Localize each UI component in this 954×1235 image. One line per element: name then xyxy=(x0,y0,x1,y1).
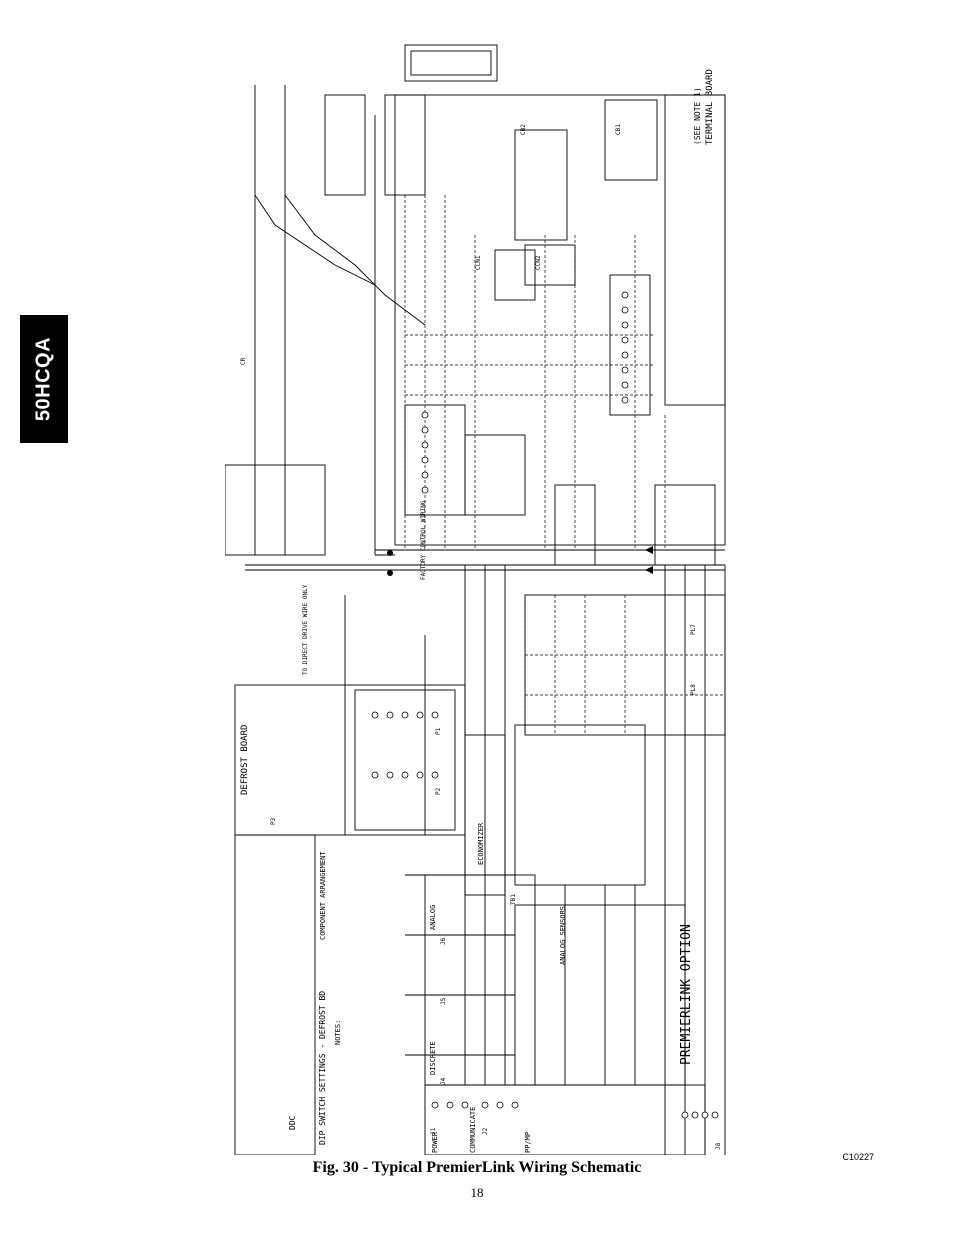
connector-label: CR xyxy=(240,357,247,365)
connector-label: J5 xyxy=(440,997,447,1005)
connector-label: CB1 xyxy=(615,124,622,135)
see-note-label: (SEE NOTE 1) xyxy=(693,87,702,145)
analog-sensors-label: ANALOG SENSORS xyxy=(559,906,567,965)
pp-mp-label: PP/MP xyxy=(524,1132,532,1153)
component-arrangement-label: COMPONENT ARRANGEMENT xyxy=(319,851,327,940)
connector-label: P1 xyxy=(435,727,442,735)
connector-label: J4 xyxy=(440,1077,447,1085)
defrost-board-label: DEFROST BOARD xyxy=(240,725,250,795)
connector-label: J8 xyxy=(715,1142,722,1150)
dip-switch-settings-label: DIP SWITCH SETTINGS - DEFROST BD xyxy=(318,991,327,1145)
side-tab-label: 50HCQA xyxy=(32,336,55,422)
connector-label: P3 xyxy=(270,817,277,825)
connector-label: CCN2 xyxy=(535,255,542,270)
connector-label: TB1 xyxy=(510,894,517,905)
connector-label: J1 xyxy=(430,1127,437,1135)
side-tab: 50HCQA xyxy=(20,315,68,443)
communicate-label: COMMUNICATE xyxy=(469,1107,477,1153)
connector-label: PL7 xyxy=(690,624,697,635)
to-direct-drive-label: TO DIRECT DRIVE WIRE ONLY xyxy=(302,584,309,675)
page-number: 18 xyxy=(470,1185,484,1200)
ddc-label: DDC xyxy=(288,1115,297,1130)
connector-label: P2 xyxy=(435,787,442,795)
wiring-schematic: DEFROST BOARD TERMINAL BOARD (SEE NOTE 1… xyxy=(225,44,726,1155)
figure-caption: Fig. 30 - Typical PremierLink Wiring Sch… xyxy=(312,1159,642,1176)
power-label: POWER xyxy=(431,1131,439,1153)
factory-wiring-label: FACTORY CONTROL WIRING xyxy=(420,500,427,580)
connector-label: PL8 xyxy=(690,684,697,695)
economizer-label: ECONOMIZER xyxy=(477,822,485,865)
premierlink-option-label: PREMIERLINK OPTION xyxy=(679,924,694,1065)
discrete-label: DISCRETE xyxy=(429,1041,437,1075)
notes-label: NOTES: xyxy=(334,1020,342,1045)
analog-label: ANALOG xyxy=(429,905,437,930)
connector-label: CB2 xyxy=(520,124,527,135)
terminal-board-label: TERMINAL BOARD xyxy=(705,69,715,145)
connector-label: J6 xyxy=(440,937,447,945)
drawing-code: C10227 xyxy=(842,1152,874,1162)
connector-label: J2 xyxy=(482,1127,489,1135)
connector-label: CCN1 xyxy=(475,255,482,270)
